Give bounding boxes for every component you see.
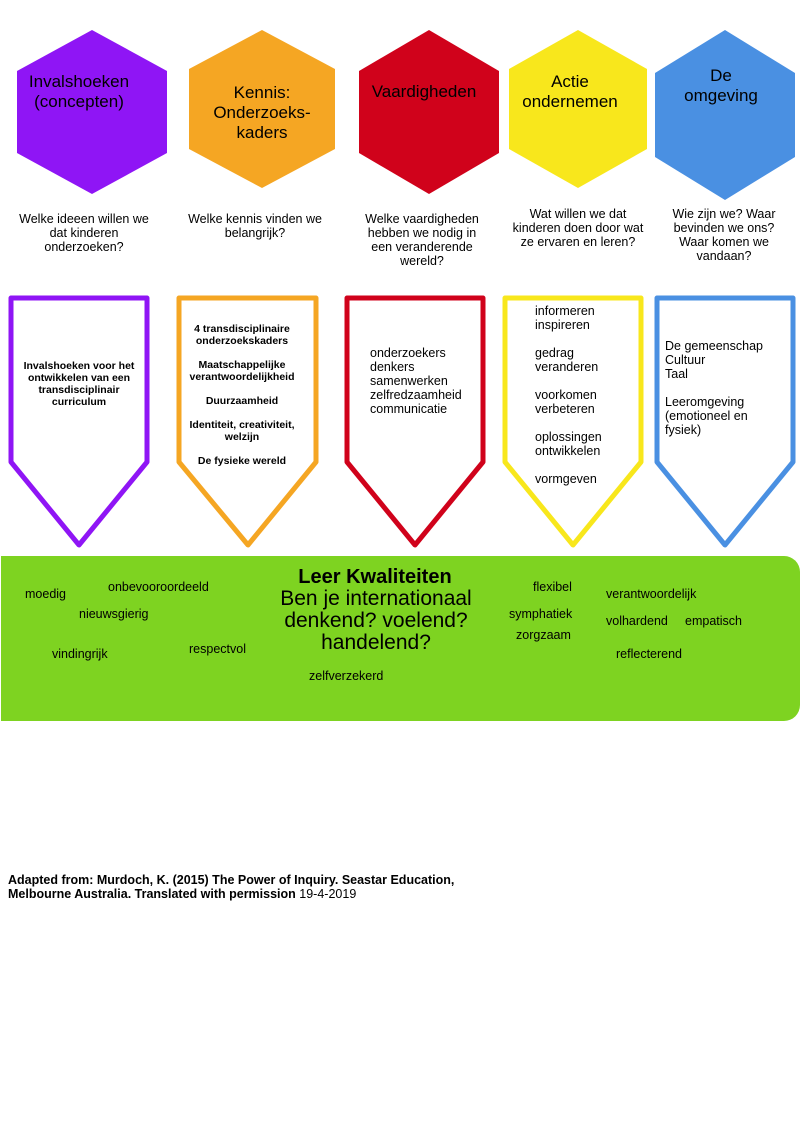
hexagon-title-invalshoeken: Invalshoeken (concepten) (28, 72, 130, 111)
quality-word: respectvol (189, 642, 246, 656)
quality-word: symphatiek (509, 607, 573, 621)
shield-text-kennis: 4 transdisciplinaire onderzoekskaders Ma… (189, 323, 295, 467)
quality-word: zelfverzekerd (309, 669, 384, 683)
quality-word: volhardend (606, 614, 668, 628)
shield-text-omgeving: De gemeenschap Cultuur Taal Leeromgeving… (665, 339, 763, 437)
shield-text-vaardigheden: onderzoekers denkers samenwerken zelfred… (370, 346, 462, 416)
hexagon-kennis (189, 30, 335, 188)
quality-word: zorgzaam (516, 628, 571, 642)
hexagon-actie (509, 30, 647, 188)
question-kennis: Welke kennis vinden we belangrijk? (188, 212, 322, 240)
shield-actie (502, 295, 644, 548)
attribution-credit: Adapted from: Murdoch, K. (2015) The Pow… (8, 873, 478, 901)
shield-kennis (176, 295, 319, 548)
hexagon-shape (189, 30, 335, 188)
hexagon-shape (359, 30, 499, 194)
question-actie: Wat willen we dat kinderen doen door wat… (512, 207, 644, 249)
quality-word: verantwoordelijk (606, 587, 697, 601)
shields (8, 295, 796, 548)
hexagon-shape (17, 30, 167, 194)
shield-text-invalshoeken: Invalshoeken voor het ontwikkelen van ee… (23, 360, 135, 408)
learning-qualities-panel (1, 556, 800, 721)
quality-word: reflecterend (616, 647, 683, 661)
attribution-source: Adapted from: Murdoch, K. (2015) The Pow… (8, 873, 455, 901)
quality-word: vindingrijk (52, 647, 108, 661)
quality-word: flexibel (533, 580, 572, 594)
learning-qualities-title: Leer Kwaliteiten (298, 566, 452, 588)
hexagon-shape (655, 30, 795, 200)
quality-word: empatisch (685, 614, 742, 628)
hexagon-vaardigheden (359, 30, 499, 194)
question-omgeving: Wie zijn we? Waar bevinden we ons? Waar … (672, 207, 776, 263)
shield-omgeving (654, 295, 796, 548)
hexagon-title-vaardigheden: Vaardigheden (371, 82, 477, 101)
learning-qualities-subtitle: Ben je internationaal denkend? voelend? … (280, 587, 472, 654)
shield-text-actie: informeren inspireren gedrag veranderen … (535, 304, 602, 486)
hexagon-invalshoeken (17, 30, 167, 194)
quality-word: nieuwsgierig (79, 607, 149, 621)
hexagon-title-actie: Actie ondernemen (522, 72, 618, 111)
hexagon-title-omgeving: De omgeving (684, 66, 758, 105)
question-vaardigheden: Welke vaardigheden hebben we nodig in ee… (365, 212, 479, 268)
hexagon-title-kennis: Kennis: Onderzoeks- kaders (213, 83, 311, 142)
shield-vaardigheden (344, 295, 486, 548)
question-invalshoeken: Welke ideeen willen we dat kinderen onde… (19, 212, 149, 254)
quality-word: moedig (25, 587, 66, 601)
quality-word: onbevooroordeeld (108, 580, 209, 594)
attribution-date: 19-4-2019 (299, 887, 357, 901)
hexagon-shape (509, 30, 647, 188)
hexagon-omgeving (655, 30, 795, 200)
shield-invalshoeken (8, 295, 150, 548)
